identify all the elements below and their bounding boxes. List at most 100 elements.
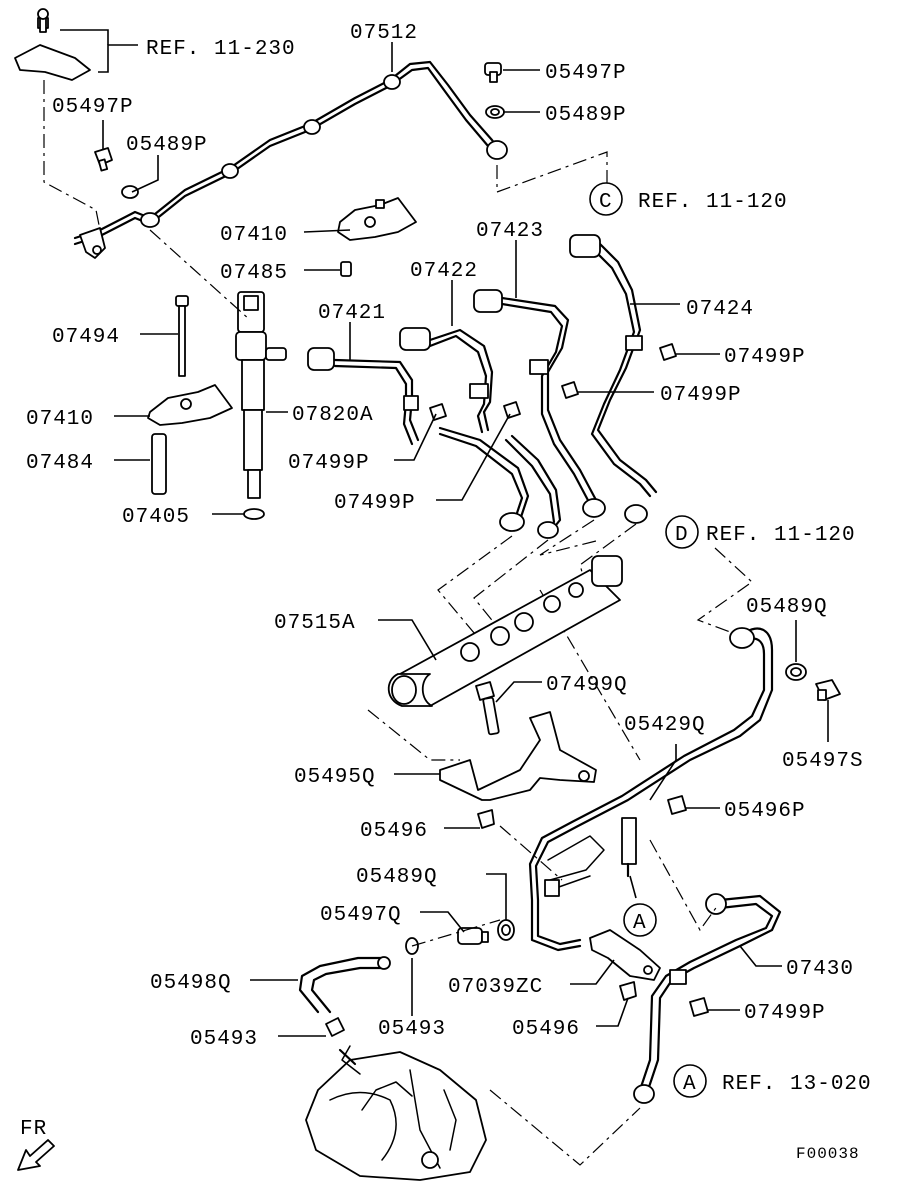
rail-pipes-lower: [438, 426, 648, 539]
label-05498Q: 05498Q: [150, 972, 232, 995]
bracket-05495Q-icon: [439, 711, 597, 801]
gasket-07405-icon: [243, 508, 265, 520]
label-05489Q-mid: 05489Q: [356, 866, 438, 889]
ref-line-injector: [149, 229, 251, 321]
return-pipe-07512: [73, 60, 508, 259]
label-07499P-r1: 07499P: [724, 346, 806, 369]
fuel-pump-icon: [305, 1045, 487, 1181]
pin-07484-icon: [151, 433, 167, 495]
label-07499P-mid2: 07499P: [334, 492, 416, 515]
washer-05489Q-right-icon: [785, 663, 807, 681]
label-07484: 07484: [26, 452, 94, 475]
label-07820A: 07820A: [292, 404, 374, 427]
bolt-05496-bottom-icon: [619, 981, 637, 1001]
label-07410-top: 07410: [220, 224, 288, 247]
circle-d-letter: D: [675, 524, 689, 547]
label-05489P-top: 05489P: [545, 104, 627, 127]
label-05497P-top: 05497P: [545, 62, 627, 85]
injection-pipe-07424: [569, 234, 658, 498]
bolt-07499P-icons: [429, 343, 677, 421]
label-05497S: 05497S: [782, 750, 864, 773]
injection-pipe-07423: [473, 289, 598, 506]
label-05496-left: 05496: [360, 820, 428, 843]
label-05489Q-right: 05489Q: [746, 596, 828, 619]
label-ref-13-020: REF. 13-020: [722, 1073, 872, 1096]
ref-line-lower-4: [489, 1089, 641, 1166]
bracket-ref-11-230-icon: [14, 8, 91, 81]
injector-07820A-icon: [235, 291, 287, 499]
label-07424: 07424: [686, 298, 754, 321]
circle-c-marker: C: [589, 182, 623, 216]
label-07405: 07405: [122, 506, 190, 529]
ref-line-rail-3: [539, 519, 601, 556]
label-07494: 07494: [52, 326, 120, 349]
label-07499P-bottom: 07499P: [744, 1002, 826, 1025]
label-07430: 07430: [786, 958, 854, 981]
ref-line-rail-lower: [367, 709, 460, 761]
ref-line-11-230: [43, 80, 101, 231]
clamp-07410-bottom-icon: [147, 384, 233, 426]
label-07410-bottom: 07410: [26, 408, 94, 431]
circle-a-mid-letter: A: [633, 912, 647, 935]
label-07499P-mid1: 07499P: [288, 452, 370, 475]
label-07512: 07512: [350, 22, 418, 45]
label-07421: 07421: [318, 302, 386, 325]
front-direction-indicator: FR: [17, 1118, 55, 1171]
ref-line-d: [696, 547, 753, 633]
label-07423: 07423: [476, 220, 544, 243]
figure-code: F00038: [796, 1145, 860, 1163]
label-ref-11-120-d: REF. 11-120: [706, 524, 856, 547]
ref-line-lower-3: [649, 839, 719, 932]
bolt-05497P-left-icon: [94, 147, 113, 172]
stud-07494-icon: [175, 295, 189, 377]
washer-05489P-left-icon: [121, 185, 139, 199]
label-ref-11-120-c: REF. 11-120: [638, 191, 788, 214]
label-05489P-left: 05489P: [126, 134, 208, 157]
label-05496P: 05496P: [724, 800, 806, 823]
label-05497Q: 05497Q: [320, 904, 402, 927]
clamp-07410-top-icon: [337, 197, 417, 241]
bolt-05496-left-icon: [477, 809, 495, 829]
label-05497P-left: 05497P: [52, 96, 134, 119]
feed-pipe-05429Q: [528, 627, 774, 952]
label-05493-mid: 05493: [378, 1018, 446, 1041]
ref-line-rail-1: [437, 535, 513, 641]
injection-pipe-07421: [307, 347, 420, 446]
label-07422: 07422: [410, 260, 478, 283]
sleeve-07485-icon: [340, 261, 352, 277]
front-arrow-icon: [17, 1139, 55, 1171]
bolt-05497S-icon: [815, 679, 841, 701]
bolt-05496P-icon: [667, 795, 687, 815]
circle-c-letter: C: [599, 191, 613, 214]
ref-line-c: [496, 151, 608, 193]
washer-05489P-top-icon: [485, 105, 505, 119]
injection-pipe-07422: [399, 327, 494, 434]
ref-line-rail-2: [473, 539, 549, 641]
circle-a-ref-letter: A: [683, 1073, 697, 1096]
circle-d-marker: D: [665, 515, 699, 549]
pipe-07430-icon: [633, 893, 782, 1104]
label-05496-bottom: 05496: [512, 1018, 580, 1041]
circle-a-ref-marker: A: [673, 1064, 707, 1098]
circle-a-mid-marker: A: [623, 903, 657, 937]
bolt-07499P-bottom-icon: [689, 997, 709, 1017]
bolt-05497P-top-icon: [484, 62, 502, 83]
front-label: FR: [20, 1118, 47, 1141]
label-ref-11-230: REF. 11-230: [146, 38, 296, 61]
label-07039ZC: 07039ZC: [448, 976, 543, 999]
bolt-07499Q-icon: [475, 681, 500, 736]
label-05429Q: 05429Q: [624, 714, 706, 737]
hose-05498Q-icon: [298, 956, 391, 1014]
common-rail-07515A-icon: [387, 555, 623, 707]
label-07485: 07485: [220, 262, 288, 285]
label-05495Q: 05495Q: [294, 766, 376, 789]
label-05493-left: 05493: [190, 1028, 258, 1051]
label-07499P-r2: 07499P: [660, 384, 742, 407]
bracket-07039ZC-icon: [589, 929, 661, 981]
label-07515A: 07515A: [274, 612, 356, 635]
leader-lines: [60, 29, 829, 1037]
clip-05493-left-icon: [325, 1017, 345, 1037]
washer-05489Q-mid-icon: [497, 919, 515, 941]
label-07499Q: 07499Q: [546, 674, 628, 697]
